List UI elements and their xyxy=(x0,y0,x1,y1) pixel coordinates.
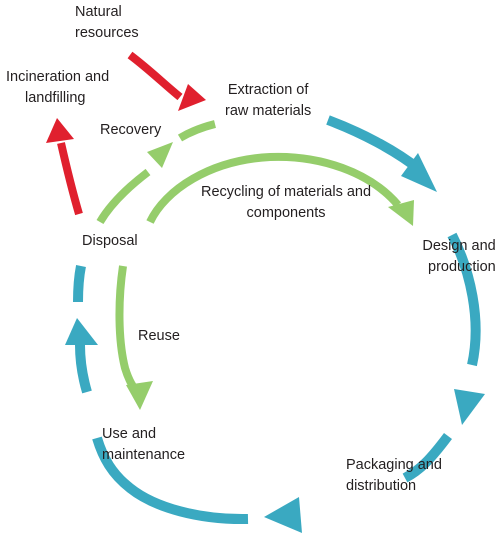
red-arrowheads xyxy=(46,84,206,143)
label-packaging: Packaging and distribution xyxy=(346,457,442,494)
green-arrowheads xyxy=(126,142,414,410)
natural-resources-line xyxy=(127,51,183,101)
label-use: Use and maintenance xyxy=(102,426,186,463)
blue-arc-packaging-to-use xyxy=(402,432,452,483)
label-extraction: Extraction of raw materials xyxy=(225,82,312,119)
arrowhead-to-extraction xyxy=(178,84,206,111)
label-incineration: Incineration and landfilling xyxy=(6,69,110,106)
label-design: Design and production xyxy=(422,238,496,275)
red-flows xyxy=(57,51,183,216)
label-recovery: Recovery xyxy=(100,122,162,138)
blue-arc-bottom xyxy=(92,436,249,525)
label-recycling: Recycling of materials and components xyxy=(201,184,372,221)
arrowhead-recovery xyxy=(147,142,173,168)
blue-arc-left-top xyxy=(73,265,86,303)
arrowhead-to-incineration xyxy=(46,118,74,143)
label-natural-resources: Natural resources xyxy=(75,4,139,41)
blue-arc-extraction-to-design xyxy=(326,115,424,174)
label-reuse: Reuse xyxy=(138,328,180,344)
label-disposal: Disposal xyxy=(82,233,138,249)
arrowhead-reuse xyxy=(126,381,153,410)
recovery-line-lower xyxy=(96,168,151,225)
arrowhead-recycling xyxy=(388,200,414,226)
arrowhead-to-use xyxy=(264,497,302,533)
arrowhead-to-design xyxy=(401,153,437,192)
recovery-line-upper xyxy=(177,120,217,142)
blue-arc-design-to-packaging xyxy=(447,232,481,367)
arrowhead-to-packaging xyxy=(454,389,485,425)
green-flows xyxy=(96,120,402,395)
incineration-line xyxy=(57,142,83,216)
blue-arrowheads xyxy=(65,153,485,533)
arrowhead-to-disposal xyxy=(65,318,98,345)
reuse-line xyxy=(115,265,141,395)
recycling-arc xyxy=(146,152,402,224)
blue-arc-use-to-disposal xyxy=(75,344,92,394)
